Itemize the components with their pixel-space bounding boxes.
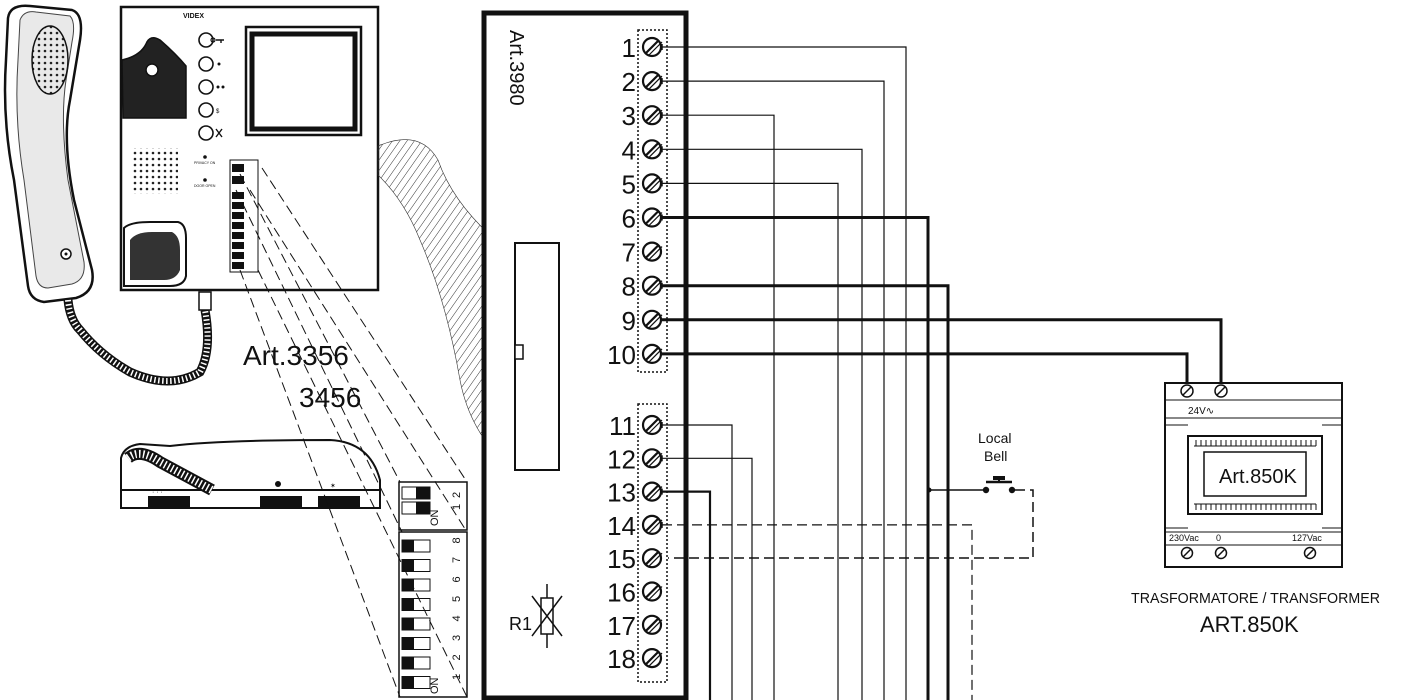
wire: [662, 182, 839, 700]
dip-number: 6: [451, 576, 463, 582]
transformer-input-230: 230Vac: [1169, 533, 1199, 543]
dip-switch-lever: [402, 540, 414, 552]
terminal-label: 8: [622, 272, 636, 302]
privacy-label: PRIVACY ON: [194, 161, 216, 165]
dip-switch-lever: [402, 657, 414, 669]
wire: [662, 457, 753, 700]
model-label-1: Art.3356: [243, 340, 349, 371]
wire-24v-a: [662, 318, 1223, 385]
dip-number: 8: [451, 537, 463, 543]
call-button: [198, 102, 214, 118]
terminal-label: 12: [607, 444, 636, 474]
terminal-label: 1: [622, 33, 636, 63]
terminal-label: 7: [622, 238, 636, 268]
wire: [662, 80, 885, 700]
transformer-input-0: 0: [1216, 533, 1221, 543]
wire: [662, 216, 930, 700]
earpiece-grille: [31, 25, 69, 95]
aux1-button: [198, 56, 214, 72]
terminal-block-lower: [637, 403, 668, 683]
brand-label: VIDEX: [183, 13, 204, 20]
terminal-label: 13: [607, 478, 636, 508]
dip-number: 2: [451, 654, 463, 660]
terminal-label: 16: [607, 578, 636, 608]
terminal-label: 2: [622, 67, 636, 97]
wire: [662, 284, 950, 700]
terminal-label: 9: [622, 306, 636, 336]
dip-number: 2: [451, 492, 463, 498]
resistor-label: R1: [509, 614, 532, 634]
local-bell-label-line2: Bell: [984, 448, 1007, 464]
wires: [661, 44, 1223, 700]
door-open-label: DOOR OPEN: [194, 184, 216, 188]
terminal-label: 15: [607, 544, 636, 574]
transformer-caption-model: ART.850K: [1200, 612, 1299, 637]
wire: [662, 424, 733, 700]
transformer-caption: TRASFORMATORE / TRANSFORMER: [1131, 590, 1380, 607]
terminal-label: 10: [607, 340, 636, 370]
bell-off-icon: [215, 128, 223, 138]
terminal-block-upper: [637, 29, 668, 373]
transformer-output-voltage: 24V∿: [1188, 406, 1214, 417]
wire: [662, 490, 712, 700]
wire: [662, 524, 973, 700]
desk-stand: · · · ✶: [120, 438, 381, 509]
local-bell-label-line1: Local: [978, 430, 1011, 446]
transformer-model: Art.850K: [1219, 466, 1297, 488]
dip-number: 1: [451, 504, 463, 510]
speaker-grille: [132, 148, 178, 194]
dip-number: 5: [451, 596, 463, 602]
terminal-label: 14: [607, 511, 636, 541]
dip-switch-lever: [402, 559, 414, 572]
mute-button: [198, 125, 214, 141]
module-title: Art.3980: [505, 30, 527, 106]
terminal-label: 3: [622, 101, 636, 131]
transformer-art850k: Art.850K 24V∿ 230Vac 0 127Vac TRASFORMAT…: [1131, 382, 1380, 637]
svg-text:$: $: [216, 109, 220, 115]
key-icon: [216, 39, 224, 43]
aux2-button: [198, 79, 214, 95]
handset-cradle-top: [121, 37, 187, 119]
wire: [662, 148, 863, 700]
dip-switch-large: [398, 531, 468, 698]
dip-switch-lever: [402, 676, 414, 689]
model-label-2: 3456: [299, 382, 361, 413]
terminal-label: 4: [622, 135, 636, 165]
dip-large-on-label: ON: [429, 677, 441, 694]
local-bell: Local Bell: [668, 430, 1034, 559]
key-button: [198, 32, 214, 48]
monitor-dip-switch: [229, 159, 259, 273]
svg-text:· · ·: · · ·: [152, 489, 163, 496]
wire: [662, 46, 907, 700]
dip-number: 4: [451, 615, 463, 621]
transformer-input-127: 127Vac: [1292, 533, 1322, 543]
dip-number: 3: [451, 635, 463, 641]
terminal-label: 18: [607, 644, 636, 674]
terminal-label: 6: [622, 204, 636, 234]
terminal-label: 17: [607, 611, 636, 641]
resistor-r1: R1: [509, 584, 563, 648]
terminal-label: 11: [609, 411, 636, 441]
dip-small-on-label: ON: [429, 509, 441, 526]
handset: [3, 4, 213, 386]
dip-switch-lever: [402, 618, 414, 630]
wire: [662, 114, 775, 700]
monitor-buttons: $: [198, 32, 225, 141]
terminal-label: 5: [622, 169, 636, 199]
dip-number: 7: [451, 557, 463, 563]
wire-24v-b: [662, 352, 1189, 385]
handset-cord: [63, 299, 213, 386]
dip-switch-lever: [402, 637, 414, 650]
dip-switch-lever: [402, 598, 414, 611]
svg-text:✶: ✶: [330, 482, 336, 490]
monitor-unit: VIDEX $ PRIVACY ON DOOR OPEN: [119, 5, 523, 467]
video-screen: [249, 31, 358, 132]
